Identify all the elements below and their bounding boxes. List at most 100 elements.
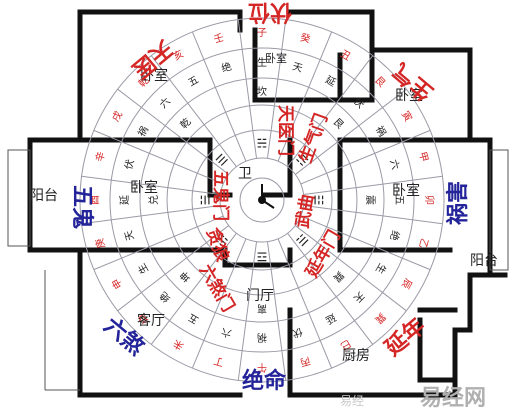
outer-ring-glyph: 甲 [416,151,429,164]
outer-ring-glyph: 辛 [93,150,108,163]
inner-ring-glyph: 艮 [331,116,347,132]
middle-ring-glyph: 天 [351,289,366,304]
room-living-room: 客厅 [137,312,165,329]
room-labels: 卧室 卧室 卧室 卧室 卫 卧室 阳台 阳台 客厅 门厅 厨房 [30,51,498,364]
star-lower-right: 延年 [379,313,430,362]
middle-ring-glyph: 祸 [373,124,389,139]
trigram-glyph: ☴ [293,231,311,249]
middle-ring-glyph: 五 [187,311,201,326]
spoke-line [266,19,287,159]
middle-ring-glyph: 生 [135,261,151,276]
room-foyer: 门厅 [246,288,274,304]
spoke-line [303,204,443,225]
outer-ring-glyph: 巽 [372,310,388,326]
watermark: 易经 易经网 [340,385,486,411]
spoke-line [81,175,221,196]
star-top: 伏位 [248,0,292,25]
inner-ring-glyph: 兑 [147,195,160,205]
door-label-left: 五鬼门 [210,170,231,221]
middle-ring-glyph: 六 [220,325,233,339]
outer-ring-glyph: 庚 [93,237,108,250]
inner-ring-glyph: 坤 [177,269,193,285]
middle-ring-glyph: 伏 [351,95,367,111]
compass-rings [79,17,445,383]
ring-5 [109,47,415,353]
middle-ring-glyph: 延 [119,195,131,205]
middle-ring-glyph: 生 [373,261,389,276]
spoke-line [300,129,431,185]
room-bedroom-left: 卧室 [130,179,158,196]
middle-ring-glyph: 六 [387,158,401,171]
inner-ring-glyph: 乾 [177,115,193,131]
middle-ring-glyph: 延 [323,311,338,326]
middle-ring-glyph: 绝 [157,289,173,305]
spoke-line [295,225,407,312]
spoke-line [191,238,247,369]
spoke-line [237,19,258,159]
spoke-line [287,55,374,167]
inner-ring-glyph: 坎 [257,85,267,98]
spoke-line [303,175,443,196]
ring-6 [79,17,445,383]
door-label-center-left: 贪狼 [202,224,234,264]
ring-core [239,177,285,223]
middle-ring-glyph: 伏 [122,158,137,171]
spoke-line [237,241,258,381]
outer-ring-glyph: 申 [109,276,125,291]
outer-ring-glyph: 癸 [299,31,312,46]
ring-3 [166,104,358,296]
watermark-prefix: 易经 [340,394,364,408]
spoke-line [150,55,237,167]
outer-ring-glyph: 辰 [399,276,414,291]
spoke-line [266,241,287,381]
room-bedroom-right: 卧室 [392,182,420,199]
outer-ring-glyph: 酉 [90,195,101,205]
inner-ring-glyph: 离 [257,302,267,315]
spoke-line [117,88,229,175]
spoke-line [300,215,431,271]
room-balcony-right: 阳台 [470,253,498,269]
middle-ring-glyph: 祸 [257,331,267,344]
outer-ring-glyph: 午 [257,361,267,374]
balcony-outline [7,149,509,391]
spoke-line [277,238,333,369]
star-right: 祸害 [445,181,471,225]
room-bathroom-center: 卫 [238,166,252,182]
star-bottom: 绝命 [242,368,287,394]
spoke-line [150,233,237,345]
room-kitchen: 厨房 [342,348,370,364]
door-label-lower-left: 六煞门 [195,261,239,316]
outer-ring-glyph: 寅 [399,109,415,124]
inner-ring-glyph: 巽 [331,269,347,285]
outer-ring-glyph: 乙 [416,237,430,250]
middle-ring-glyph: 五 [393,195,404,205]
spoke-line [277,31,333,162]
ring-4 [139,77,385,323]
middle-ring-glyph: 祸 [135,124,151,139]
middle-ring-glyph: 天 [291,62,304,75]
star-left: 五鬼 [69,185,95,229]
outer-ring-glyph: 艮 [372,74,388,90]
spoke-line [287,233,374,345]
watermark-brand: 易经网 [420,385,486,411]
inner-ring-glyph: 震 [364,195,376,205]
trigram-glyph: ☰ [213,151,231,169]
door-label-right: 生气门 [295,111,332,166]
ring-2 [191,129,333,271]
ring-1 [219,157,305,243]
spoke-line [117,225,229,312]
middle-ring-glyph: 生 [257,56,267,69]
door-label-center-right: 武曲 [292,193,319,230]
middle-ring-glyph: 六 [157,95,173,111]
door-label-top: 天医门 [275,105,296,156]
compass-needle [258,184,275,209]
room-bedroom-top-mid: 卧室 [265,51,287,65]
outer-ring-glyph: 丙 [299,354,312,367]
spoke-line [191,31,247,162]
room-bedroom-top-right: 卧室 [395,87,423,104]
star-upper-left: 天医 [127,35,177,82]
middle-ring-glyph: 延 [323,74,338,89]
outer-ring-glyph: 子 [257,27,267,39]
middle-ring-glyph: 伏 [291,325,304,340]
